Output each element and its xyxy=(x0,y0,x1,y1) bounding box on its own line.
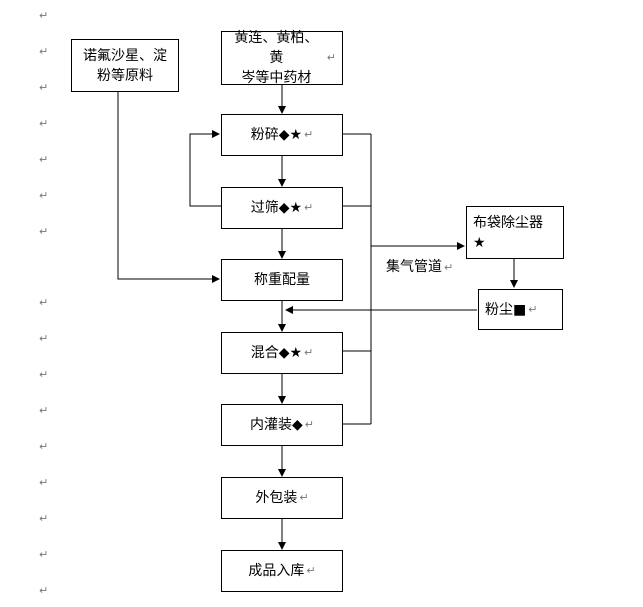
paragraph-mark: ↵ xyxy=(444,261,454,274)
herbs-box: 黄连、黄柏、黄 岑等中药材 ↵ xyxy=(221,30,343,86)
dust-text: 粉尘■ xyxy=(485,301,527,318)
gas-pipe-label: 集气管道↵ xyxy=(386,257,453,278)
paragraph-mark: ↵ xyxy=(528,302,538,316)
storage-box: 成品入库↵ xyxy=(221,550,343,592)
paragraph-mark: ↵ xyxy=(326,51,336,64)
paragraph-mark: ↵ xyxy=(39,332,49,345)
weigh-text: 称重配量 xyxy=(254,272,310,288)
paragraph-mark: ↵ xyxy=(39,548,49,561)
bag-filter-box: 布袋除尘器 ★ xyxy=(466,206,564,259)
raw-material-box: 诺氟沙星、淀 粉等原料 xyxy=(71,39,179,92)
weigh-box: 称重配量 xyxy=(221,259,343,301)
storage-text: 成品入库 xyxy=(248,563,305,579)
mix-text: 混合◆★ xyxy=(250,345,303,361)
gas-pipe-text: 集气管道 xyxy=(386,259,442,275)
paragraph-mark: ↵ xyxy=(39,153,49,166)
bag-filter-text: 布袋除尘器 ★ xyxy=(473,215,543,251)
sieve-box: 过筛◆★↵ xyxy=(221,187,343,229)
paragraph-mark: ↵ xyxy=(39,81,49,94)
paragraph-mark: ↵ xyxy=(39,368,49,381)
outer-pack-box: 外包装↵ xyxy=(221,477,343,519)
paragraph-mark: ↵ xyxy=(304,418,314,431)
paragraph-mark: ↵ xyxy=(39,117,49,130)
inner-pack-text: 内灌装◆ xyxy=(250,417,303,433)
paragraph-mark: ↵ xyxy=(39,296,49,309)
paragraph-mark: ↵ xyxy=(39,476,49,489)
inner-pack-box: 内灌装◆↵ xyxy=(221,404,343,446)
crush-box: 粉碎◆★↵ xyxy=(221,114,343,156)
paragraph-mark: ↵ xyxy=(304,128,314,141)
mix-box: 混合◆★↵ xyxy=(221,332,343,374)
paragraph-mark: ↵ xyxy=(299,491,309,504)
outer-pack-text: 外包装 xyxy=(255,490,298,506)
paragraph-mark: ↵ xyxy=(39,512,49,525)
paragraph-mark: ↵ xyxy=(39,225,49,238)
dust-box: 粉尘■↵ xyxy=(478,289,563,330)
paragraph-mark: ↵ xyxy=(304,346,314,359)
raw-material-text: 诺氟沙星、淀 粉等原料 xyxy=(83,47,167,84)
paragraph-mark: ↵ xyxy=(39,440,49,453)
paragraph-mark: ↵ xyxy=(306,564,316,577)
paragraph-mark: ↵ xyxy=(39,189,49,202)
crush-text: 粉碎◆★ xyxy=(250,127,303,143)
sieve-text: 过筛◆★ xyxy=(250,200,303,216)
arrow-sieve-return-to-crush xyxy=(189,130,221,207)
paragraph-mark: ↵ xyxy=(39,9,49,22)
arrow-raw-to-weigh xyxy=(117,91,220,283)
paragraph-mark: ↵ xyxy=(304,201,314,214)
herbs-text: 黄连、黄柏、黄 岑等中药材 xyxy=(234,30,319,86)
paragraph-mark: ↵ xyxy=(39,45,49,58)
paragraph-mark: ↵ xyxy=(39,584,49,597)
paragraph-mark: ↵ xyxy=(39,404,49,417)
